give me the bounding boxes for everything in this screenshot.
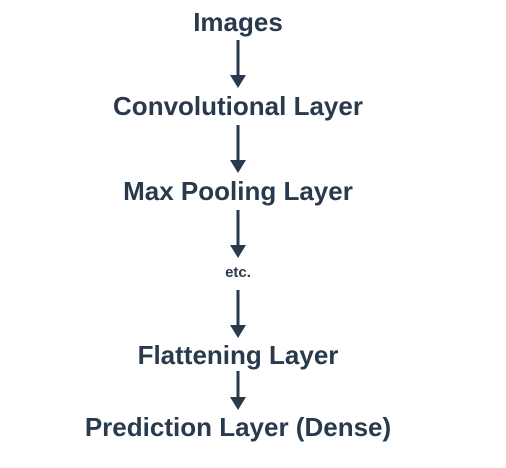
- arrow-head-1: [230, 160, 246, 173]
- node-images: Images: [193, 7, 283, 37]
- arrow-head-3: [230, 325, 246, 338]
- node-prediction-layer: Prediction Layer (Dense): [84, 412, 392, 442]
- arrow-head-4: [230, 397, 246, 410]
- node-convolutional-layer: Convolutional Layer: [113, 91, 363, 121]
- arrow-head-2: [230, 245, 246, 258]
- node-etc: etc.: [225, 264, 251, 281]
- node-max-pooling-layer: Max Pooling Layer: [123, 176, 353, 206]
- arrow-head-0: [230, 75, 246, 88]
- node-flattening-layer: Flattening Layer: [137, 340, 339, 370]
